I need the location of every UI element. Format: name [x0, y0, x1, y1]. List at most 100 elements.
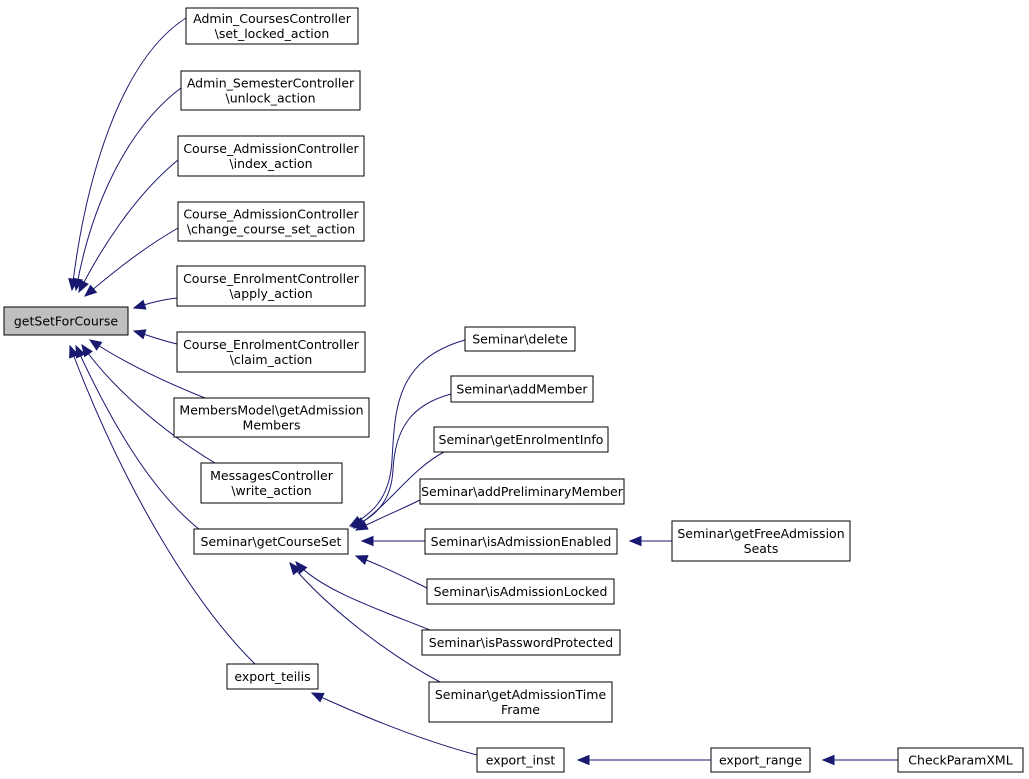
edge-arrowhead: [354, 555, 369, 565]
edge-arrowhead: [310, 692, 325, 703]
node-ceApply[interactable]: Course_EnrolmentController\apply_action: [176, 265, 366, 307]
node-exportTeilis[interactable]: export_teilis: [226, 663, 319, 690]
node-getSetForCourse[interactable]: getSetForCourse: [3, 306, 129, 336]
node-semAddPrelim[interactable]: Seminar\addPreliminaryMember: [419, 478, 625, 505]
edge-arrowhead: [69, 344, 79, 359]
node-label-line: Seminar\addPreliminaryMember: [421, 484, 624, 499]
node-semDelete[interactable]: Seminar\delete: [464, 326, 576, 352]
node-box: [176, 265, 366, 307]
edge-arrowhead: [78, 279, 89, 294]
edge-arrowhead: [289, 561, 302, 576]
edge-caIndex-to-getSetForCourse: [78, 159, 179, 294]
node-label-line: \index_action: [229, 156, 312, 171]
node-exportInst[interactable]: export_inst: [476, 747, 565, 773]
edge-arrowhead: [628, 535, 642, 547]
node-label-line: Course_AdmissionController: [183, 141, 359, 156]
edge-arrowhead: [821, 754, 835, 766]
node-label-line: Seminar\getFreeAdmission: [677, 526, 844, 541]
edge-semAdmEnabled-to-getCourseSet: [360, 535, 425, 547]
node-label-line: MembersModel\getAdmission: [179, 403, 363, 418]
node-label-line: Seminar\addMember: [456, 382, 588, 397]
node-label-line: Course_AdmissionController: [183, 207, 359, 222]
node-box: [710, 747, 811, 773]
edge-adminSemester-to-getSetForCourse: [72, 87, 182, 292]
edge-arrowhead: [360, 535, 374, 547]
edge-line: [69, 345, 256, 665]
edge-line: [289, 562, 441, 683]
node-box: [177, 135, 365, 177]
edge-line: [349, 339, 466, 527]
node-label-line: Seats: [744, 541, 779, 556]
node-semPwProtected[interactable]: Seminar\isPasswordProtected: [421, 629, 621, 656]
node-box: [173, 397, 370, 438]
node-exportRange[interactable]: export_range: [710, 747, 811, 773]
node-caChange[interactable]: Course_AdmissionController\change_course…: [177, 201, 365, 242]
node-semEnrolInfo[interactable]: Seminar\getEnrolmentInfo: [433, 426, 609, 453]
edge-exportRange-to-exportInst: [576, 754, 711, 766]
edge-line: [75, 87, 182, 291]
edge-line: [78, 159, 179, 293]
node-box: [177, 201, 365, 242]
node-label-line: Seminar\getAdmissionTime: [435, 687, 607, 702]
node-label-line: \unlock_action: [225, 91, 315, 106]
node-semAdmEnabled[interactable]: Seminar\isAdmissionEnabled: [424, 528, 618, 555]
node-box: [200, 462, 343, 504]
edge-caChange-to-getSetForCourse: [83, 227, 179, 297]
node-box: [180, 70, 361, 111]
edge-line: [75, 345, 201, 531]
node-ceClaim[interactable]: Course_EnrolmentController\claim_action: [176, 331, 366, 373]
edge-line: [84, 227, 179, 297]
node-label-line: Course_EnrolmentController: [183, 337, 360, 352]
node-label-line: Seminar\getEnrolmentInfo: [439, 432, 604, 447]
edge-exportTeilis-to-getSetForCourse: [69, 344, 256, 665]
node-adminSemester[interactable]: Admin_SemesterController\unlock_action: [180, 70, 361, 111]
edge-ceClaim-to-getSetForCourse: [132, 329, 178, 345]
node-label-line: getSetForCourse: [14, 314, 119, 329]
node-label-line: Seminar\isPasswordProtected: [429, 635, 613, 650]
node-box: [476, 747, 565, 773]
edge-membersModel-to-getSetForCourse: [88, 339, 206, 399]
node-box: [450, 375, 594, 403]
node-caIndex[interactable]: Course_AdmissionController\index_action: [177, 135, 365, 177]
edge-checkParam-to-exportRange: [821, 754, 898, 766]
node-label-line: \apply_action: [229, 286, 312, 301]
node-label-line: \claim_action: [230, 352, 313, 367]
edge-line: [355, 555, 428, 589]
node-semAdmLocked[interactable]: Seminar\isAdmissionLocked: [426, 578, 615, 605]
node-messages[interactable]: MessagesController\write_action: [200, 462, 343, 504]
node-label-line: Seminar\delete: [472, 332, 568, 347]
edge-line: [311, 692, 478, 756]
node-label-line: Admin_CoursesController: [193, 11, 352, 26]
node-label-line: Seminar\getCourseSet: [201, 534, 342, 549]
node-label-line: \write_action: [231, 483, 311, 498]
node-label-line: MessagesController: [210, 468, 334, 483]
node-box: [226, 663, 319, 690]
node-box: [426, 578, 615, 605]
node-label-line: export_teilis: [234, 669, 310, 684]
edge-semPwProtected-to-getCourseSet: [295, 560, 431, 631]
node-box: [464, 326, 576, 352]
edge-line: [353, 451, 445, 529]
node-adminCourses[interactable]: Admin_CoursesController\set_locked_actio…: [185, 7, 359, 45]
edge-arrowhead: [354, 520, 369, 531]
node-checkParam[interactable]: CheckParamXML: [897, 747, 1024, 773]
node-getCourseSet[interactable]: Seminar\getCourseSet: [193, 528, 349, 555]
edge-semAdmTime-to-getCourseSet: [289, 561, 441, 683]
edge-arrowhead: [132, 299, 147, 310]
node-box: [421, 629, 621, 656]
node-semAddMember[interactable]: Seminar\addMember: [450, 375, 594, 403]
nodes-layer: getSetForCourse Admin_CoursesController\s…: [3, 7, 1024, 773]
edges-layer: [68, 17, 898, 766]
edge-line: [71, 17, 187, 291]
node-label-line: CheckParamXML: [908, 753, 1012, 768]
node-box: [897, 747, 1024, 773]
node-label-line: Course_EnrolmentController: [183, 271, 360, 286]
node-label-line: Frame: [501, 702, 540, 717]
edge-arrowhead: [576, 754, 590, 766]
node-label-line: Members: [243, 418, 301, 433]
edge-line: [295, 561, 431, 631]
